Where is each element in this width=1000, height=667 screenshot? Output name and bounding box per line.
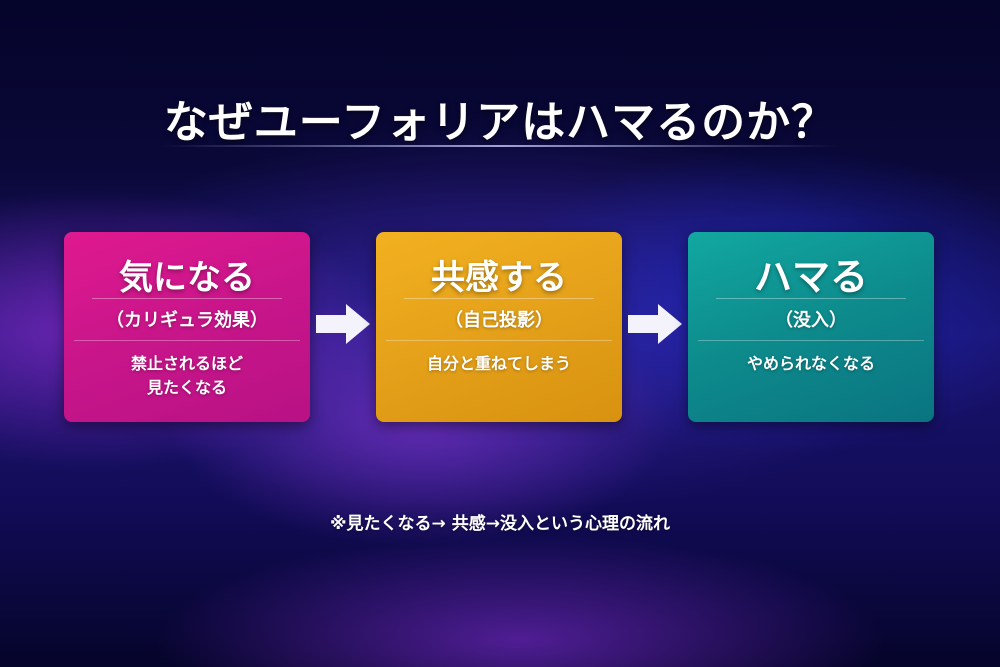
page-title: なぜユーフォリアはハマるのか？ [163, 97, 837, 148]
step-subheading: （自己投影） [445, 310, 553, 331]
step-subheading: （没入） [775, 310, 847, 331]
step-description: やめられなくなる [746, 354, 875, 373]
step-heading: 共感する [431, 258, 567, 298]
step-heading: 気になる [119, 258, 255, 298]
card-divider [74, 340, 300, 341]
title-divider [160, 145, 840, 147]
step-card-curiosity: 気になる （カリギュラ効果） 禁止されるほど 見たくなる [64, 232, 310, 422]
card-divider [404, 298, 594, 299]
step-card-immersion: ハマる （没入） やめられなくなる [688, 232, 934, 422]
card-divider [698, 340, 924, 341]
arrow-right-icon [316, 304, 370, 344]
card-divider [92, 298, 282, 299]
footnote: ※見たくなる→ 共感→没入という心理の流れ [330, 514, 670, 534]
step-subheading: （カリギュラ効果） [106, 310, 268, 331]
step-description: 自分と重ねてしまう [426, 354, 571, 373]
card-divider [716, 298, 906, 299]
step-card-empathy: 共感する （自己投影） 自分と重ねてしまう [376, 232, 622, 422]
arrow-right-icon [628, 304, 682, 344]
step-heading: ハマる [753, 255, 868, 299]
card-divider [386, 340, 612, 341]
step-description: 禁止されるほど 見たくなる [130, 354, 243, 397]
